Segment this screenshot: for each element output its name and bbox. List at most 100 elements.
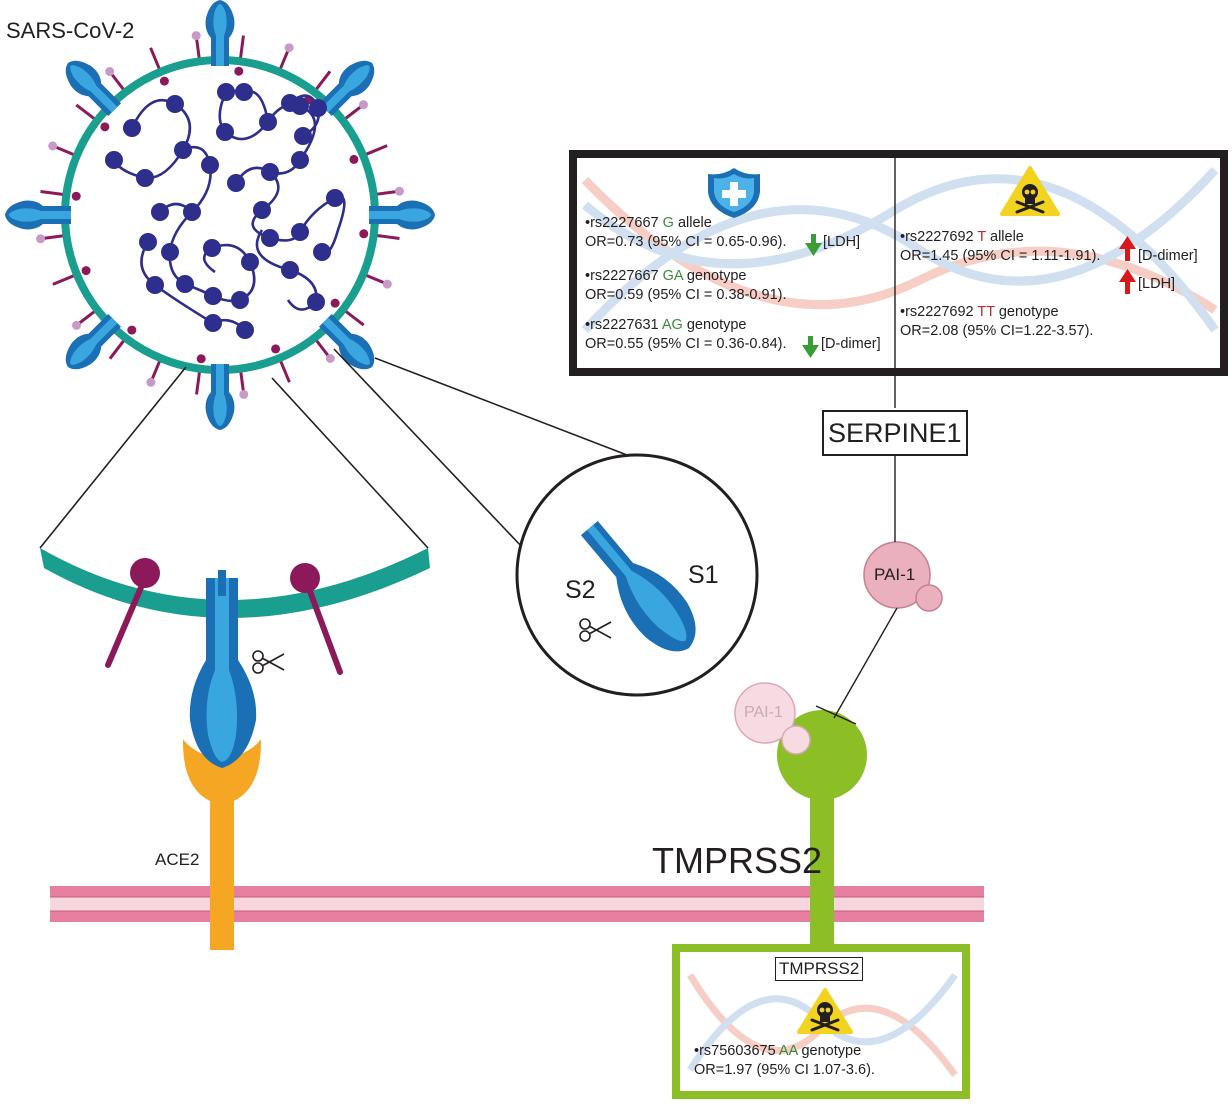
hazard-warning-icon (797, 988, 853, 1034)
scissors-icon (252, 650, 285, 674)
serpine1-gene-label: SERPINE1 (822, 410, 968, 456)
rna-node (291, 223, 309, 241)
rna-node (261, 163, 279, 181)
snp-entry: •rs2227667 G allele OR=0.73 (95% CI = 0.… (585, 215, 787, 250)
rna-node (281, 94, 299, 112)
rna-node (253, 201, 271, 219)
rna-node (201, 156, 219, 174)
rna-node (216, 123, 234, 141)
glycoprotein-head (239, 389, 249, 399)
rna-node (307, 293, 325, 311)
spike-protein (5, 200, 71, 230)
glycoprotein-head (36, 234, 46, 244)
rna-node (235, 83, 253, 101)
glycoprotein-head (105, 67, 115, 77)
tmprss2-gene-label: TMPRSS2 (775, 957, 864, 981)
rna-node (291, 151, 309, 169)
serpine1-snp-panel (569, 150, 1228, 376)
snp-entry: •rs2227667 GA genotype OR=0.59 (95% CI =… (585, 268, 787, 303)
snp-entry: •rs75603675 AA genotype OR=1.97 (95% CI … (694, 1043, 875, 1078)
connector-lines (815, 375, 898, 725)
rna-node (326, 189, 344, 207)
viral-rna-genome (105, 83, 346, 339)
glycoprotein-head (349, 154, 359, 164)
rna-node (105, 151, 123, 169)
spike-protein (57, 52, 125, 120)
spike-protein-bound (189, 570, 257, 768)
spike-protein (57, 310, 125, 378)
biomarker-label: [LDH] (1138, 276, 1176, 292)
down-arrow-icon (805, 234, 822, 256)
tmprss2-label: TMPRSS2 (652, 840, 823, 881)
glycoprotein-head (271, 344, 281, 354)
glycoprotein-head (394, 186, 404, 196)
rna-node (313, 243, 331, 261)
rna-node (161, 243, 179, 261)
ace2-label: ACE2 (155, 850, 200, 869)
rna-node (261, 229, 279, 247)
up-arrow-icon (1119, 236, 1136, 261)
virus-particle (5, 0, 435, 430)
rna-node (139, 233, 157, 251)
glycoprotein-head (191, 31, 201, 41)
glycoprotein-head (359, 229, 369, 239)
virus-glycoproteins (36, 31, 404, 399)
glycoprotein-head (196, 354, 206, 364)
pai1-bound (734, 682, 811, 755)
glycoprotein-head (358, 100, 368, 110)
glycoprotein-head (100, 122, 110, 132)
viral-envelope-fragment (40, 548, 430, 768)
down-arrow-icon (802, 336, 819, 358)
glycoprotein-head (146, 377, 156, 387)
glycoprotein-head (72, 320, 82, 330)
virus-spike-proteins (5, 0, 435, 430)
glycoprotein-head (325, 353, 335, 363)
s1-label: S1 (688, 561, 719, 589)
pai1-bound-label: PAI-1 (744, 704, 783, 721)
biomarker-label: [D-dimer] (1138, 248, 1198, 264)
rna-node (281, 261, 299, 279)
glycoprotein-head (159, 76, 169, 86)
snp-entry: •rs2227692 T allele OR=1.45 (95% CI = 1.… (900, 229, 1101, 264)
glycoprotein-head (81, 266, 91, 276)
biomarker-label: [D-dimer] (821, 336, 881, 352)
rna-node (309, 99, 327, 117)
pai1-free-label: PAI-1 (874, 565, 916, 584)
zoom-connector-lines (39, 348, 628, 549)
glycoprotein-head (127, 325, 137, 335)
spike-protein (205, 0, 235, 66)
glycoprotein-head (382, 279, 392, 289)
spike-protein (315, 310, 383, 378)
rna-node (136, 169, 154, 187)
rna-node (259, 113, 277, 131)
glycoprotein-head (71, 191, 81, 201)
rna-node (294, 127, 312, 145)
s2-label: S2 (565, 576, 596, 604)
ace2-receptor (182, 739, 262, 950)
rna-node (183, 203, 201, 221)
hazard-warning-icon (1000, 166, 1060, 216)
biomarker-label: [LDH] (823, 234, 861, 250)
snp-entry: •rs2227692 TT genotype OR=2.08 (95% CI=1… (900, 304, 1094, 339)
rna-node (146, 276, 164, 294)
rna-node (236, 321, 254, 339)
shield-icon (708, 168, 760, 218)
rna-node (123, 119, 141, 137)
rna-node (203, 239, 221, 257)
spike-protein (369, 200, 435, 230)
snp-entry: •rs2227631 AG genotype OR=0.55 (95% CI =… (585, 317, 787, 352)
spike-zoom-circle (515, 453, 759, 697)
host-cell-membrane (50, 886, 984, 922)
up-arrow-icon (1119, 269, 1136, 294)
glycoprotein-head (48, 141, 58, 151)
rna-node (231, 291, 249, 309)
glycoprotein-head (330, 298, 340, 308)
rna-node (227, 174, 245, 192)
glycoprotein-head (284, 43, 294, 53)
rna-node (217, 83, 235, 101)
rna-node (204, 314, 222, 332)
rna-node (151, 203, 169, 221)
glycoprotein-head (234, 66, 244, 76)
rna-node (176, 275, 194, 293)
